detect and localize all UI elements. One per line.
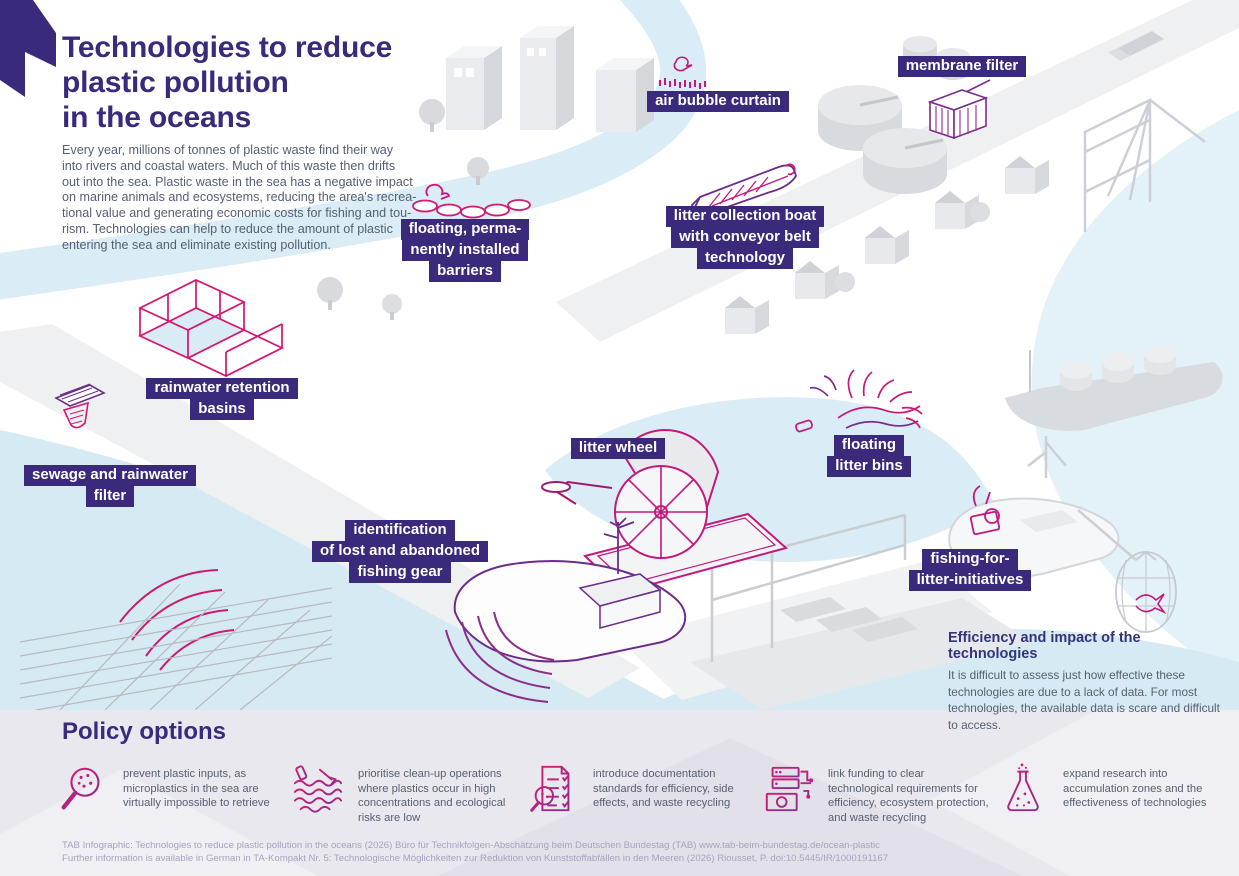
policy-item-expand-research: expand research into accumulation zones … bbox=[996, 762, 1226, 825]
rainwater-basins-illustration bbox=[138, 279, 284, 377]
sewage-filter-illustration bbox=[54, 383, 106, 429]
policy-text: expand research into accumulation zones … bbox=[1063, 768, 1207, 810]
air-bubble-curtain-illustration bbox=[659, 56, 706, 89]
policy-options-title: Policy options bbox=[62, 718, 227, 745]
map-label-fishing-for-litter: fishing-for-litter-initiatives bbox=[870, 549, 1070, 592]
magnifier-microplastics-icon bbox=[61, 767, 100, 810]
efficiency-section: Efficiency and impact of the technologie… bbox=[948, 630, 1220, 733]
truck bbox=[1108, 31, 1164, 61]
map-label-litter-wheel: litter wheel bbox=[518, 438, 718, 460]
policy-item-link-funding: link funding to clear technological requ… bbox=[761, 762, 991, 825]
efficiency-body: It is difficult to assess just how effec… bbox=[948, 668, 1220, 732]
policy-options-row: prevent plastic inputs, as microplastics… bbox=[56, 762, 1226, 825]
city-buildings bbox=[317, 26, 654, 320]
tanker-ship bbox=[1005, 345, 1223, 431]
policy-item-prioritise-cleanup: prioritise clean-up operations where pla… bbox=[291, 762, 521, 825]
efficiency-heading: Efficiency and impact of the technologie… bbox=[948, 630, 1141, 662]
source-citation: TAB Infographic: Technologies to reduce … bbox=[62, 839, 889, 865]
tab-corner-ribbon bbox=[0, 0, 56, 97]
floating-barriers-illustration bbox=[412, 183, 531, 219]
page-title: Technologies to reduce plastic pollution… bbox=[62, 31, 393, 134]
policy-item-documentation-standards: introduce documentation standards for ef… bbox=[526, 762, 756, 825]
policy-text: introduce documentation standards for ef… bbox=[593, 768, 734, 810]
membrane-filter-illustration bbox=[927, 79, 991, 140]
fishing-gear-id-illustration bbox=[19, 517, 687, 710]
checklist-magnifier-icon bbox=[530, 765, 570, 812]
waves-litter-icon bbox=[293, 765, 343, 813]
policy-text: prioritise clean-up operations where pla… bbox=[358, 768, 506, 824]
floating-litter-bins-illustration bbox=[795, 369, 923, 433]
river bbox=[0, 0, 707, 300]
townhouse-row bbox=[725, 156, 1049, 334]
policy-options-panel: Policy options prevent plastic inputs, a… bbox=[0, 710, 1239, 876]
policy-text: prevent plastic inputs, as microplastics… bbox=[123, 768, 270, 810]
policy-text: link funding to clear technological requ… bbox=[828, 768, 989, 824]
map-label-membrane-filter: membrane filter bbox=[862, 56, 1062, 78]
policy-item-prevent-inputs: prevent plastic inputs, as microplastics… bbox=[56, 762, 286, 825]
container-terminal bbox=[620, 513, 1032, 710]
research-flask-icon bbox=[1007, 763, 1039, 812]
funding-technology-icon bbox=[765, 766, 814, 812]
harbour-crane bbox=[1083, 97, 1206, 232]
title-block: Technologies to reduce plastic pollution… bbox=[62, 30, 417, 254]
map-label-air-bubble-curtain: air bubble curtain bbox=[618, 91, 818, 113]
intro-paragraph: Every year, millions of tonnes of plasti… bbox=[62, 143, 417, 252]
